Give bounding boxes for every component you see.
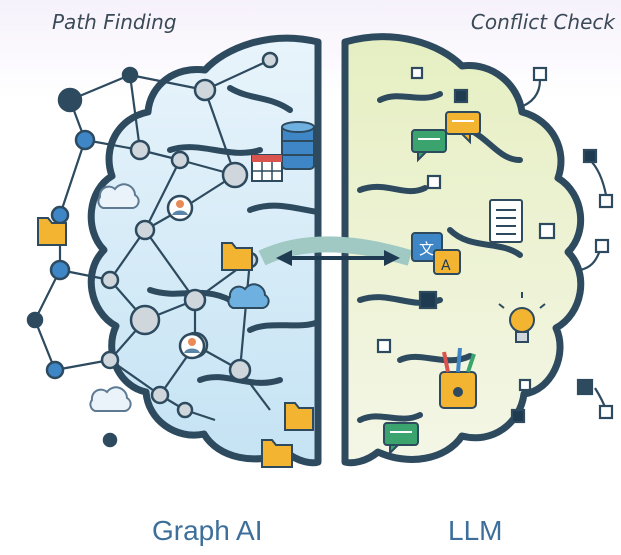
node xyxy=(26,311,44,329)
folder-icon xyxy=(284,402,314,431)
chat-bubble-icon xyxy=(383,422,419,456)
chat-bubble-icon xyxy=(445,111,481,145)
svg-text:A: A xyxy=(441,258,451,274)
llm-label: LLM xyxy=(448,515,503,546)
chat-bubble-icon xyxy=(411,129,447,163)
conflict-check-label: Conflict Check xyxy=(470,10,615,34)
node xyxy=(57,87,83,113)
graph-ai-label: Graph AI xyxy=(152,515,263,546)
translate-icon: 文 A xyxy=(411,232,461,275)
node xyxy=(176,401,194,419)
cloud-icon xyxy=(97,183,140,209)
svg-text:文: 文 xyxy=(419,240,434,258)
document-icon xyxy=(489,199,523,243)
node xyxy=(193,78,217,102)
node xyxy=(100,350,120,370)
node xyxy=(170,150,190,170)
node xyxy=(261,51,279,69)
creative-tools-icon xyxy=(439,347,477,409)
node xyxy=(100,270,120,290)
node xyxy=(102,432,118,448)
cloud-icon xyxy=(227,283,270,309)
right-hemisphere xyxy=(341,33,585,467)
node xyxy=(228,358,252,382)
cloud-icon xyxy=(89,386,132,412)
node xyxy=(134,219,156,241)
path-finding-label: Path Finding xyxy=(52,10,177,34)
folder-icon xyxy=(261,439,293,468)
node xyxy=(129,304,161,336)
node xyxy=(49,259,71,281)
connector-decorations xyxy=(376,66,614,424)
node xyxy=(74,129,96,151)
table-icon xyxy=(251,154,283,182)
node xyxy=(45,360,65,380)
node xyxy=(221,161,249,189)
person-icon xyxy=(178,332,206,360)
person-icon xyxy=(166,194,194,222)
graph-nodes xyxy=(26,51,279,448)
database-icon xyxy=(281,121,315,170)
node xyxy=(50,205,70,225)
node xyxy=(183,288,207,312)
node xyxy=(129,139,151,161)
folder-icon xyxy=(37,217,67,246)
node xyxy=(150,385,170,405)
lightbulb-icon xyxy=(498,292,546,343)
bidirectional-arrow-icon xyxy=(258,236,413,266)
node xyxy=(121,66,139,84)
folder-icon xyxy=(221,242,253,271)
